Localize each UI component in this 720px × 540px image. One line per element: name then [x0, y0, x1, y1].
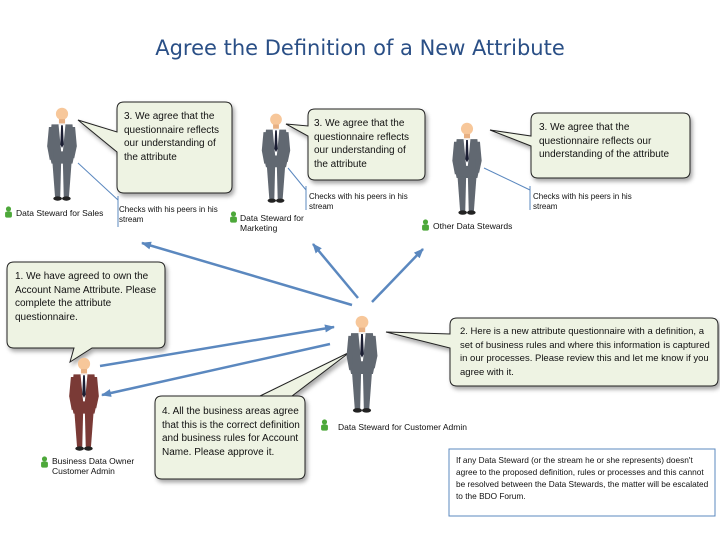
marketing-user-icon: [230, 211, 237, 223]
approval-bubble: [154, 351, 351, 480]
admin-user-icon: [321, 419, 328, 431]
sales-steward-label: Data Steward for Sales: [16, 208, 104, 218]
admin-bubble: [385, 317, 719, 387]
peer-check-connectors: [77, 162, 531, 227]
flow-arrows: [99, 241, 424, 397]
marketing-bubble-text: 3. We agree that the questionnaire refle…: [314, 118, 410, 170]
other-stewards-label: Other Data Stewards: [433, 221, 513, 231]
sales-bubble-text: 3. We agree that the questionnaire refle…: [124, 111, 220, 163]
other-stewards-peer-note: Checks with his peers in his stream: [533, 192, 632, 211]
arrow-admin-to-owner: [101, 342, 331, 397]
owner-bubble: [6, 261, 166, 364]
arrow-to-other-stewards: [371, 248, 424, 303]
sales-steward-figure: [47, 107, 77, 201]
admin-steward-figure: [346, 315, 378, 413]
sales-bubble: [77, 101, 233, 194]
arrow-to-sales: [141, 241, 353, 307]
marketing-steward-figure: [261, 113, 291, 203]
approval-bubble-text: 4. All the business areas agree that thi…: [162, 406, 300, 458]
arrow-owner-to-admin: [99, 324, 335, 368]
page-title: Agree the Definition of a New Attribute: [155, 36, 565, 60]
marketing-steward-label: Data Steward for Marketing: [240, 213, 304, 233]
escalation-note-box: [448, 448, 716, 517]
sales-user-icon: [5, 206, 12, 218]
other-stewards-figure: [452, 122, 482, 215]
owner-user-icon: [41, 456, 48, 468]
other-stewards-bubble-text: 3. We agree that the questionnaire refle…: [539, 122, 670, 160]
other-stewards-bubble: [489, 112, 691, 179]
other-stewards-user-icon: [422, 219, 429, 231]
owner-bubble-text: 1. We have agreed to own the Account Nam…: [15, 271, 157, 323]
arrow-to-marketing: [312, 243, 359, 299]
marketing-peer-note: Checks with his peers in his stream: [309, 192, 408, 211]
escalation-note: If any Data Steward (or the stream he or…: [456, 455, 709, 501]
owner-label-line2: Customer Admin: [52, 466, 115, 476]
marketing-bubble: [285, 108, 426, 181]
sales-peer-note: Checks with his peers in his stream: [119, 205, 218, 224]
owner-label-line1: Business Data Owner: [52, 456, 135, 466]
admin-bubble-text: 2. Here is a new attribute questionnaire…: [460, 326, 710, 378]
admin-steward-label: Data Steward for Customer Admin: [338, 422, 467, 432]
owner-figure: [69, 357, 99, 451]
